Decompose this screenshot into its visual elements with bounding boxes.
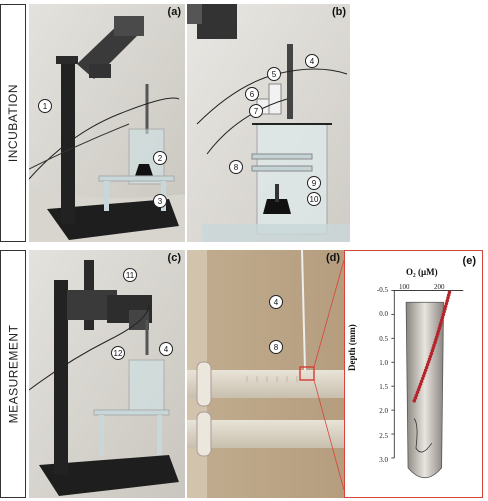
panel-a-illustration: [29, 4, 185, 242]
profile-marker: [414, 393, 419, 398]
profile-marker: [446, 296, 450, 300]
panel-b-illustration: [187, 4, 350, 242]
incubation-side-label: INCUBATION: [0, 4, 26, 242]
panel-b-photo: (b) 4 5 6 7 8 9 10: [187, 4, 350, 242]
callout-7: 7: [249, 104, 263, 118]
y-tick-label: 3.0: [379, 456, 388, 464]
panel-e-illustration: [391, 290, 464, 479]
callout-9: 9: [307, 176, 321, 190]
profile-marker: [440, 318, 444, 322]
profile-marker: [437, 326, 442, 331]
profile-marker: [436, 329, 441, 334]
profile-marker: [426, 360, 431, 364]
y-axis-ticks: [391, 290, 395, 459]
panel-c-illustration: [29, 250, 185, 498]
profile-marker: [443, 304, 448, 309]
profile-marker: [429, 351, 434, 356]
profile-marker: [435, 332, 440, 336]
y-tick-label: -0.5: [376, 286, 388, 294]
profile-marker: [412, 399, 417, 403]
profile-marker: [440, 315, 445, 320]
panel-c-letter: (c): [167, 252, 181, 264]
oxygen-profile-markers: [412, 290, 452, 403]
profile-marker: [447, 290, 452, 295]
profile-marker: [433, 340, 437, 345]
panel-d-photo: (d) 4 8: [187, 250, 344, 498]
profile-marker: [434, 335, 439, 339]
profile-marker: [431, 346, 435, 350]
profile-marker: [428, 354, 433, 359]
y-tick-label: 1.5: [379, 383, 388, 392]
profile-marker: [424, 365, 429, 370]
top-tick-200: 200: [434, 283, 445, 291]
profile-marker: [421, 373, 426, 378]
y-tick-label: 2.5: [379, 431, 388, 440]
profile-marker: [434, 337, 438, 342]
measurement-label-text: MEASUREMENT: [6, 324, 20, 424]
y-axis-title: Depth (mm): [347, 324, 357, 371]
profile-marker: [444, 301, 449, 306]
panel-e-profile: (e) O₂ (µM) 100 200 Depth (mm) -0.5 0.0 0.…: [344, 250, 483, 498]
profile-marker: [445, 298, 449, 303]
callout-4: 4: [305, 54, 319, 68]
callout-3: 3: [153, 194, 167, 208]
top-axis-title: O₂ (µM): [406, 267, 438, 277]
profile-marker: [441, 312, 446, 317]
y-tick-label: 2.0: [379, 407, 388, 416]
profile-marker: [427, 357, 432, 361]
profile-marker: [417, 385, 422, 389]
profile-marker: [442, 310, 446, 314]
panel-a-letter: (a): [167, 6, 181, 18]
profile-marker: [446, 293, 451, 297]
profile-marker: [423, 368, 428, 373]
callout-2: 2: [153, 151, 167, 165]
callout-11: 11: [123, 268, 137, 282]
callout-10: 10: [307, 192, 321, 206]
measurement-side-label: MEASUREMENT: [0, 250, 26, 498]
callout-5: 5: [267, 67, 281, 81]
panel-a-photo: (a) 1 2 3: [29, 4, 185, 242]
profile-marker: [416, 387, 421, 392]
profile-marker: [439, 321, 443, 325]
callout-4-d: 4: [269, 295, 283, 309]
profile-marker: [418, 382, 423, 386]
panel-d-illustration: [187, 250, 344, 498]
profile-marker: [413, 396, 418, 400]
y-tick-label: 0.0: [379, 310, 388, 319]
profile-marker: [432, 343, 436, 347]
panel-e-letter: (e): [462, 255, 476, 267]
profile-marker: [415, 390, 420, 395]
callout-6: 6: [245, 87, 259, 101]
callout-8: 8: [229, 160, 243, 174]
profile-marker: [420, 376, 425, 381]
callout-4-c: 4: [159, 342, 173, 356]
callout-8-d: 8: [269, 340, 283, 354]
panel-d-letter: (d): [325, 252, 340, 264]
top-tick-100: 100: [399, 283, 410, 291]
profile-marker: [443, 307, 447, 311]
profile-marker: [419, 379, 424, 384]
callout-12: 12: [111, 346, 125, 360]
incubation-label-text: INCUBATION: [6, 83, 20, 163]
panel-b-letter: (b): [331, 6, 346, 18]
profile-marker: [425, 362, 430, 367]
callout-1: 1: [38, 99, 52, 113]
y-tick-label: 1.0: [379, 358, 388, 367]
profile-marker: [422, 371, 427, 375]
y-tick-label: 0.5: [379, 334, 388, 343]
panel-c-photo: (c) 11 12 4: [29, 250, 185, 498]
profile-marker: [438, 323, 442, 328]
profile-marker: [430, 348, 435, 353]
